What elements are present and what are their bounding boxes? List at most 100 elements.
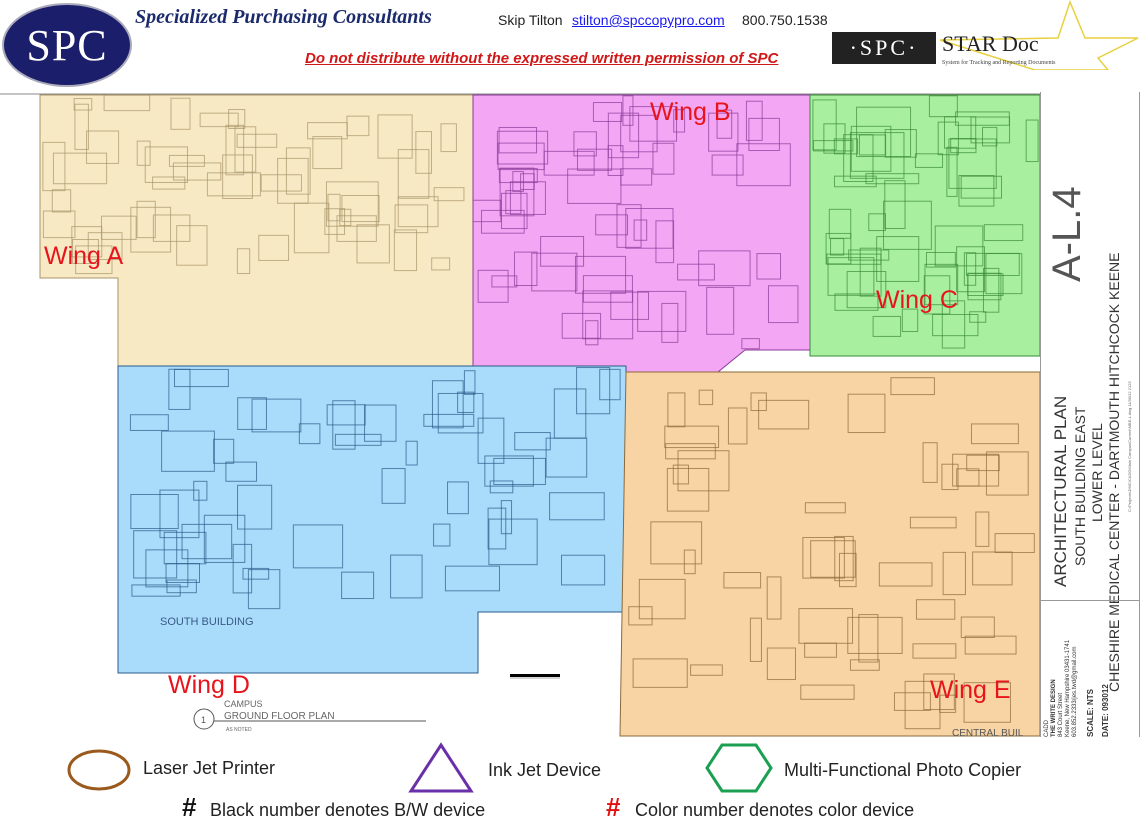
room-outline (661, 302, 679, 343)
room-outline (307, 122, 348, 140)
room-outline (800, 684, 855, 700)
room-outline (952, 453, 1000, 487)
room-outline (620, 114, 658, 153)
room-outline (625, 207, 674, 249)
legend-copier: Multi-Functional Photo Copier (784, 760, 1022, 780)
room-outline (616, 204, 642, 248)
room-outline (170, 97, 191, 130)
drawing-title: ARCHITECTURAL PLAN (1051, 395, 1070, 587)
star-icon (939, 0, 1139, 70)
room-outline (633, 219, 648, 241)
room-outline (946, 146, 958, 197)
room-outline (683, 549, 696, 575)
room-outline (129, 414, 169, 431)
room-outline (477, 269, 509, 303)
room-outline (206, 172, 261, 197)
room-outline (607, 112, 640, 159)
room-outline (423, 413, 475, 427)
room-outline (242, 567, 270, 580)
room-outline (152, 214, 191, 242)
room-outline (610, 291, 650, 320)
room-outline (514, 432, 551, 451)
room-outline (176, 225, 208, 266)
room-outline (433, 523, 451, 547)
red-hash-icon: # (606, 792, 621, 822)
room-outline (934, 225, 984, 267)
room-outline (540, 235, 585, 267)
room-outline (136, 140, 151, 166)
room-outline (966, 454, 1000, 472)
firm-info: CADD THE WRITE DESIGN 843 Court Street K… (1044, 640, 1079, 737)
room-outline (607, 145, 624, 176)
room-outline (336, 215, 377, 242)
room-outline (883, 200, 932, 250)
room-outline (655, 220, 675, 264)
room-outline (576, 367, 611, 415)
room-outline (928, 95, 958, 118)
room-outline (509, 181, 546, 215)
room-outline (749, 617, 762, 662)
room-outline (716, 109, 733, 139)
star-doc-title: STAR Doc (942, 31, 1039, 56)
drawing-subtitle: SOUTH BUILDING EAST (1072, 406, 1088, 566)
room-outline (258, 234, 290, 261)
room-outline (637, 290, 687, 332)
firm-contact: 603.852.2333/jes.twd@gmail.com (1072, 646, 1078, 737)
room-outline (237, 397, 267, 430)
room-outline (181, 523, 233, 560)
room-outline (848, 249, 890, 261)
room-outline (203, 514, 246, 563)
contact-email-link[interactable]: stilton@spccopypro.com (572, 12, 725, 28)
room-outline (573, 131, 597, 157)
room-outline (431, 380, 464, 429)
wing-b-label: Wing B (650, 98, 731, 126)
room-outline (561, 312, 602, 339)
room-outline (364, 404, 397, 442)
room-outline (500, 500, 513, 535)
room-outline (440, 123, 457, 153)
room-outline (325, 181, 379, 227)
room-outline (994, 533, 1035, 554)
room-outline (393, 229, 418, 272)
room-outline (334, 433, 382, 446)
room-outline (766, 576, 782, 620)
room-outline (481, 209, 525, 234)
room-outline (802, 537, 845, 579)
room-outline (985, 451, 1029, 496)
room-outline (983, 224, 1024, 242)
room-outline (327, 193, 341, 222)
star-doc-subtitle: System for Tracking and Reporting Docume… (942, 60, 1056, 66)
room-outline (620, 168, 653, 186)
room-outline (520, 173, 535, 190)
drawing-level: LOWER LEVEL (1089, 423, 1105, 522)
room-outline (827, 257, 875, 296)
wing-e-label: Wing E (930, 676, 1011, 704)
room-outline (234, 126, 257, 173)
room-outline (923, 673, 955, 711)
room-outline (498, 126, 538, 154)
room-outline (727, 407, 748, 445)
room-outline (86, 130, 120, 164)
room-outline (941, 463, 959, 491)
room-outline (847, 616, 903, 654)
room-outline (956, 246, 985, 293)
room-outline (960, 616, 995, 639)
room-outline (545, 437, 588, 478)
room-outline (975, 511, 990, 547)
room-outline (629, 106, 678, 142)
room-outline (341, 571, 375, 600)
room-outline (843, 134, 874, 183)
room-outline (130, 493, 179, 530)
room-outline (833, 138, 859, 155)
legend-bw: Black number denotes B/W device (210, 800, 486, 820)
firm-name: THE WRITE DESIGN (1051, 679, 1057, 737)
room-outline (463, 370, 476, 395)
room-outline (958, 174, 995, 207)
room-outline (489, 480, 514, 494)
room-outline (798, 608, 854, 644)
room-outline (165, 563, 201, 583)
plan-number: 1 (201, 715, 206, 725)
room-outline (505, 190, 522, 215)
room-outline (673, 109, 686, 133)
room-outline (42, 210, 76, 239)
